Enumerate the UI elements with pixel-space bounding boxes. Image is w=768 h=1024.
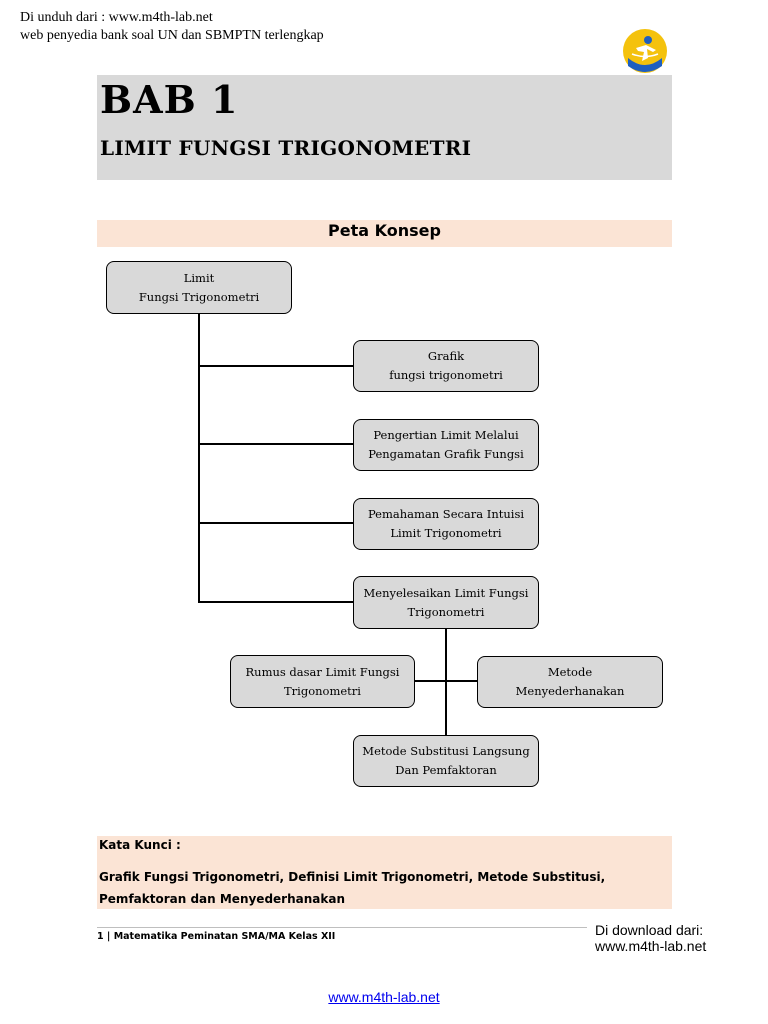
node-line: Dan Pemfaktoran: [395, 763, 497, 777]
download-url: www.m4th-lab.net: [595, 938, 707, 954]
chapter-title: LIMIT FUNGSI TRIGONOMETRI: [100, 136, 472, 160]
education-emblem-icon: [622, 28, 668, 74]
node-line: Menyederhanakan: [515, 684, 625, 698]
node-grafik: Grafik fungsi trigonometri: [353, 340, 539, 392]
footer-divider: [97, 927, 587, 928]
node-line: Metode Substitusi Langsung: [362, 744, 530, 758]
connector-line: [198, 443, 354, 445]
keywords-label: Kata Kunci :: [99, 838, 181, 852]
connector-line: [198, 522, 354, 524]
branch-trunk-line: [445, 629, 447, 736]
node-line: Pemahaman Secara Intuisi: [367, 507, 525, 521]
connector-line: [198, 365, 354, 367]
node-limit-fungsi-trigonometri: Limit Fungsi Trigonometri: [106, 261, 292, 314]
node-line: Trigonometri: [407, 604, 485, 619]
node-line: fungsi trigonometri: [389, 368, 503, 382]
chapter-title-band: [97, 75, 672, 180]
connector-line: [198, 601, 354, 603]
footer-page-label: 1 | Matematika Peminatan SMA/MA Kelas XI…: [97, 931, 336, 942]
node-rumus-dasar: Rumus dasar Limit Fungsi Trigonometri: [230, 655, 415, 708]
node-metode-menyederhanakan: Metode Menyederhanakan: [477, 656, 663, 708]
node-pemahaman-intuisi: Pemahaman Secara Intuisi Limit Trigonome…: [353, 498, 539, 550]
branch-cross-line: [414, 680, 478, 682]
main-trunk-line: [198, 313, 200, 603]
concept-map-heading-band: [97, 220, 672, 247]
node-line: Rumus dasar Limit Fungsi: [245, 664, 400, 679]
node-line: Menyelesaikan Limit Fungsi: [363, 585, 529, 600]
node-line: Pengertian Limit Melalui: [373, 428, 519, 442]
node-line: Limit: [183, 270, 215, 285]
keywords-text: Grafik Fungsi Trigonometri, Definisi Lim…: [99, 870, 606, 906]
node-line: Metode: [547, 665, 593, 679]
download-note: Di download dari: www.m4th-lab.net: [595, 922, 706, 954]
header-source-line: Di unduh dari : www.m4th-lab.net: [20, 10, 213, 25]
keywords-band: [97, 836, 672, 909]
node-line: Trigonometri: [284, 683, 361, 698]
node-line: Limit Trigonometri: [390, 526, 502, 540]
header-tagline: web penyedia bank soal UN dan SBMPTN ter…: [20, 28, 324, 43]
node-line: Grafik: [427, 349, 465, 363]
site-link[interactable]: www.m4th-lab.net: [328, 989, 440, 1005]
node-pengertian-limit: Pengertian Limit Melalui Pengamatan Graf…: [353, 419, 539, 471]
concept-map-heading: Peta Konsep: [328, 221, 441, 240]
chapter-number: BAB 1: [100, 77, 239, 122]
download-label: Di download dari:: [595, 922, 704, 938]
node-line: Pengamatan Grafik Fungsi: [368, 447, 524, 461]
node-menyelesaikan-limit: Menyelesaikan Limit Fungsi Trigonometri: [353, 576, 539, 629]
node-metode-substitusi: Metode Substitusi Langsung Dan Pemfaktor…: [353, 735, 539, 787]
node-line: Fungsi Trigonometri: [138, 289, 260, 304]
